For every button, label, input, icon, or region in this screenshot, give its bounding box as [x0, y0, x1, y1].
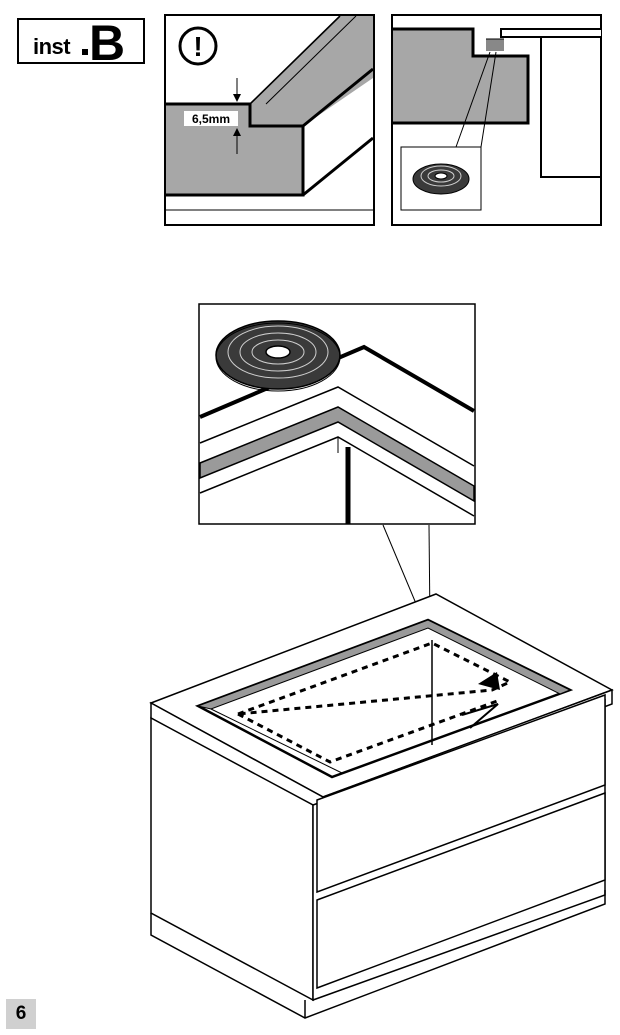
cutout-edge	[199, 344, 476, 419]
cabinet-edge	[540, 37, 600, 178]
drawer-front-upper	[316, 693, 606, 894]
seal-strip	[199, 406, 475, 503]
dimension-label-bg	[184, 111, 238, 126]
seal-strip	[486, 39, 504, 51]
instruction-badge: inst B	[17, 15, 145, 71]
rebate-depth-panel: ! 6,5mm	[164, 14, 375, 226]
hob-glass	[500, 28, 602, 38]
seal-path	[237, 641, 514, 716]
corner-detail-panel	[198, 303, 476, 525]
warning-icon	[178, 26, 218, 66]
warning-symbol: !	[193, 31, 202, 62]
badge-dot	[82, 49, 88, 55]
rebate-outline	[166, 102, 305, 197]
direction-arrow-icon	[478, 672, 500, 690]
page-number: 6	[15, 1003, 27, 1024]
dimension-label: 6,5mm	[192, 112, 230, 126]
cabinet-installation-illustration	[149, 524, 614, 1019]
badge-letter: B	[89, 15, 126, 71]
worktop-section	[393, 29, 528, 123]
badge-prefix: inst	[33, 34, 71, 59]
worktop-top	[250, 16, 373, 126]
seal-placement-panel	[391, 14, 602, 226]
page-number-box: 6	[6, 999, 36, 1029]
direction-arrow-outline-icon	[461, 703, 499, 729]
drawer-front-lower	[316, 791, 606, 990]
